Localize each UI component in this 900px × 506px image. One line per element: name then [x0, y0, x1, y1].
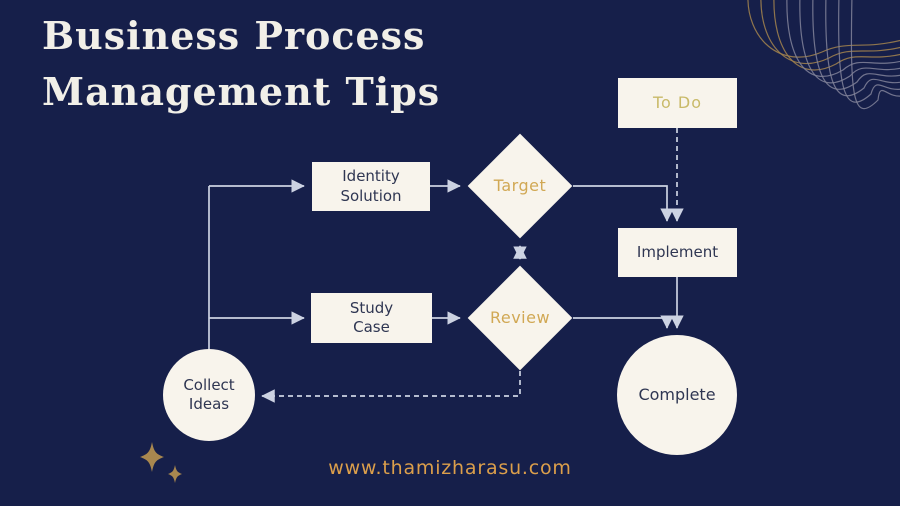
website-url: www.thamizharasu.com	[328, 457, 572, 479]
node-implement: Implement	[618, 228, 737, 277]
node-study-case-label: Study Case	[349, 298, 394, 337]
node-target-label: Target	[493, 175, 547, 195]
page-title-line1: Business Process	[42, 13, 426, 58]
node-collect-ideas-label: Collect Ideas	[183, 375, 235, 414]
page-title-line2: Management Tips	[42, 68, 441, 114]
node-complete: Complete	[617, 335, 737, 455]
node-identity-solution-label: Identity Solution	[340, 167, 402, 205]
node-review-label: Review	[489, 307, 551, 327]
node-study-case: Study Case	[311, 293, 432, 343]
corner-wave-lines	[747, 0, 900, 110]
node-complete-label: Complete	[638, 384, 716, 404]
page-title: Business Process Management Tips	[42, 8, 440, 120]
edge-target-to-implement	[573, 185, 674, 222]
node-collect-ideas: Collect Ideas	[163, 349, 255, 441]
node-todo: To Do	[618, 78, 737, 128]
node-target: Target	[467, 133, 573, 239]
node-identity-solution: Identity Solution	[312, 162, 430, 211]
edge-review-to-collect	[261, 371, 521, 403]
edge-review-to-complete	[573, 315, 674, 329]
sparkle-stars	[140, 442, 182, 483]
node-todo-label: To Do	[652, 92, 703, 112]
node-implement-label: Implement	[636, 242, 719, 261]
node-review: Review	[467, 265, 573, 371]
